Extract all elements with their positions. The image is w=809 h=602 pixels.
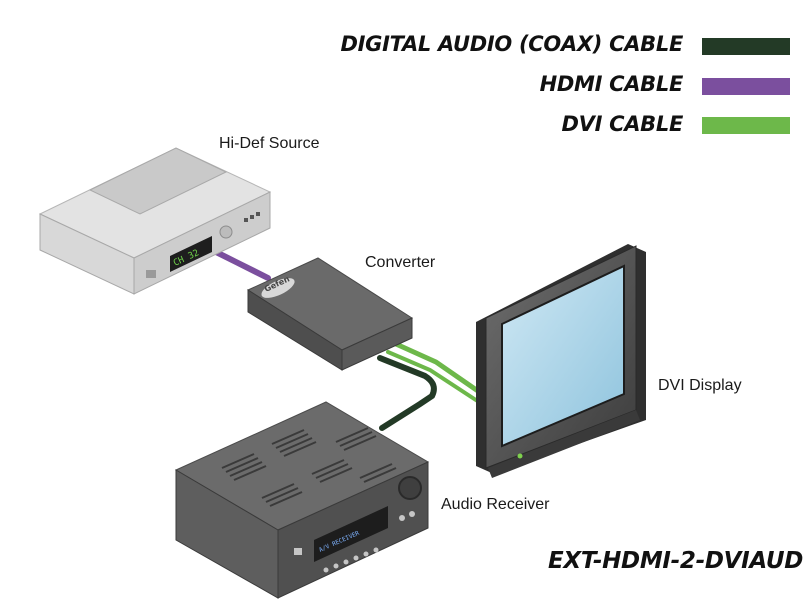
receiver-label: Audio Receiver: [441, 496, 550, 513]
hi-def-source-device: [38, 147, 272, 295]
dvi-cable-pair: [386, 350, 484, 406]
legend-swatch-dvi: [702, 117, 790, 134]
model-number: EXT-HDMI-2-DVIAUD: [548, 548, 804, 574]
coax-cable: [377, 355, 437, 431]
converter-device: [246, 257, 414, 371]
source-label: Hi-Def Source: [219, 135, 320, 152]
hdmi-cable: [209, 247, 271, 281]
audio-receiver-device: [174, 401, 430, 599]
legend-label-hdmi: HDMI CABLE: [539, 72, 684, 96]
dvi-cable: [393, 341, 491, 401]
converter-label: Converter: [365, 254, 436, 271]
legend-label-coax: DIGITAL AUDIO (COAX) CABLE: [340, 32, 683, 56]
dvi-display-device: [476, 244, 646, 478]
legend-swatch-hdmi: [702, 78, 790, 95]
display-label: DVI Display: [658, 377, 742, 394]
legend-label-dvi: DVI CABLE: [561, 112, 683, 136]
legend-swatch-coax: [702, 38, 790, 55]
